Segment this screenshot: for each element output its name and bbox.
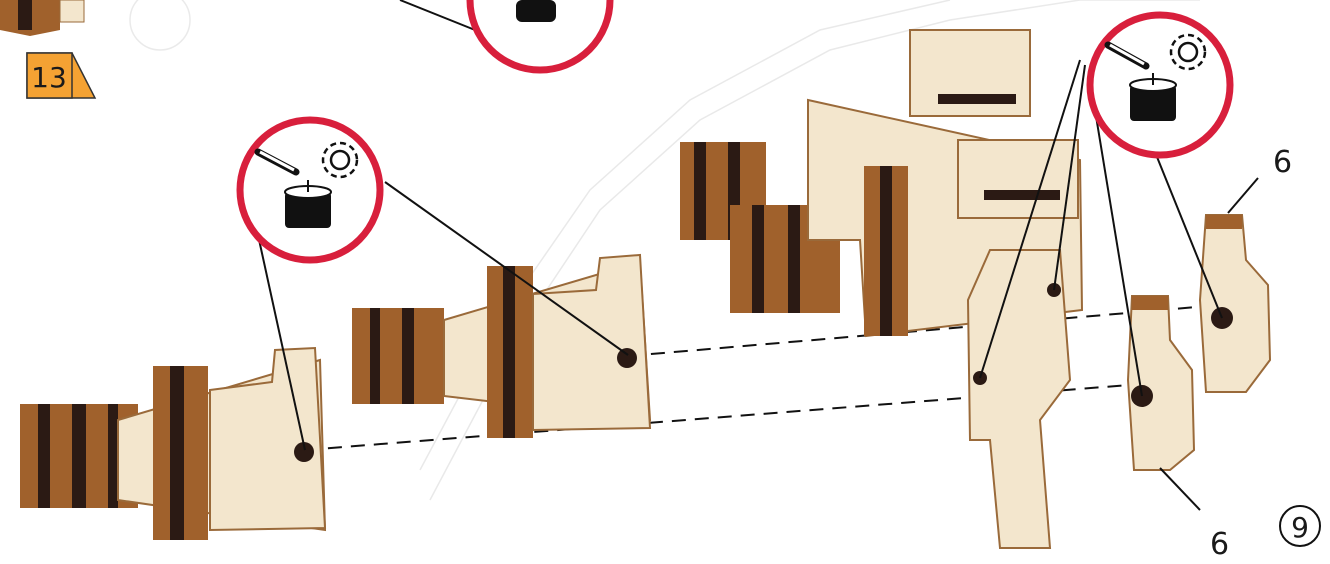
part-label-lower: 6 (1210, 527, 1229, 562)
wooden-axle-piece-left (20, 348, 325, 540)
part-label-upper: 6 (1273, 145, 1292, 180)
step-number-badge: 9 (1280, 506, 1320, 546)
wax-cylinder-icon (285, 180, 331, 228)
step-number: 9 (1291, 511, 1309, 544)
wax-cylinder-icon (1130, 73, 1176, 121)
part-6-piece-upper (1200, 215, 1270, 392)
glue-callout-right (1090, 15, 1230, 155)
step-tag: 13 (27, 53, 95, 98)
partial-top-piece (0, 0, 84, 36)
glue-callout-partial (470, 0, 610, 70)
part-6-piece-lower (1128, 296, 1194, 470)
step-tag-label: 13 (31, 61, 67, 94)
wooden-chassis-assembly (680, 30, 1082, 548)
glue-callout-left (240, 120, 380, 260)
wooden-axle-piece-middle (352, 255, 650, 438)
